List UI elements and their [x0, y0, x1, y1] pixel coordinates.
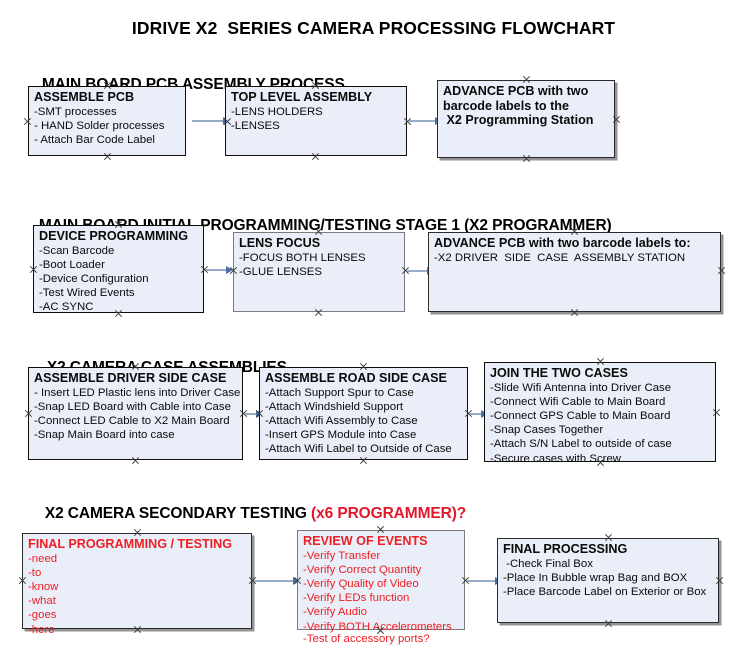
connector-driver-case-to-road-case	[245, 413, 259, 415]
box-line: - Attach Bar Code Label	[34, 133, 155, 146]
box-title: FINAL PROCESSING	[503, 542, 628, 556]
box-line: -Attach Support Spur to Case	[265, 386, 414, 399]
box-line: -Verify Quality of Video	[303, 577, 419, 590]
box-line: -Snap LED Board with Cable into Case	[34, 400, 231, 413]
box-line: -here	[28, 623, 55, 636]
section-heading-x2-camera-secondary-testing: X2 CAMERA SECONDARY TESTING (x6 PROGRAMM…	[28, 487, 466, 541]
box-line: -Check Final Box	[503, 557, 593, 570]
box-line: -LENS HOLDERS	[231, 105, 323, 118]
box-line: -Connect Wifi Cable to Main Board	[490, 395, 666, 408]
box-line: -Insert GPS Module into Case	[265, 429, 417, 442]
connector-lens-focus-to-advance-pcb	[407, 270, 429, 272]
box-line: -Place Barcode Label on Exterior or Box	[503, 585, 707, 598]
box-assemble-road-side-case[interactable]: ASSEMBLE ROAD SIDE CASE -Attach Support …	[259, 367, 468, 460]
box-join-the-two-cases[interactable]: JOIN THE TWO CASES -Slide Wifi Antenna i…	[484, 362, 716, 465]
box-line: -to	[28, 566, 42, 579]
box-title: ASSEMBLE DRIVER SIDE CASE	[34, 371, 227, 385]
box-line: -Attach Wifi Label to Outside of Case	[265, 443, 452, 456]
box-line: -GLUE LENSES	[239, 265, 322, 278]
connector-assemble-pcb-to-top-level	[192, 120, 225, 122]
box-title: DEVICE PROGRAMMING	[39, 229, 189, 243]
box-line: -AC SYNC	[39, 301, 94, 314]
box-line: -Attach Windshield Support	[265, 400, 404, 413]
box-lens-focus[interactable]: LENS FOCUS -FOCUS BOTH LENSES -GLUE LENS…	[233, 232, 405, 312]
box-line: -Attach S/N Label to outside of case	[490, 438, 672, 451]
box-line: X2 Programming Station	[443, 113, 594, 127]
box-overflow-line: -Test of accessory ports?	[303, 633, 430, 645]
box-line: -Verify Correct Quantity	[303, 563, 422, 576]
arrow-head-icon	[293, 576, 300, 585]
box-title: ASSEMBLE PCB	[34, 90, 135, 104]
box-title: FINAL PROGRAMMING / TESTING	[28, 537, 233, 551]
box-line: -Verify LEDs function	[303, 592, 410, 605]
box-line: -know	[28, 580, 59, 593]
box-line: -goes	[28, 609, 57, 622]
box-line: -Connect GPS Cable to Main Board	[490, 409, 671, 422]
box-line: -Boot Loader	[39, 258, 105, 271]
box-title: JOIN THE TWO CASES	[490, 366, 628, 380]
box-line: -X2 DRIVER SIDE CASE ASSEMBLY STATION	[434, 251, 686, 264]
box-line: -Connect LED Cable to X2 Main Board	[34, 414, 230, 427]
box-line: -need	[28, 552, 58, 565]
box-title: LENS FOCUS	[239, 236, 321, 250]
box-line: barcode labels to the	[443, 98, 569, 113]
box-title: TOP LEVEL ASSEMBLY	[231, 90, 373, 104]
box-line: -Test Wired Events	[39, 287, 135, 300]
box-title: ADVANCE PCB with two	[443, 84, 589, 98]
box-line: -LENSES	[231, 119, 280, 132]
box-line: -Snap Cases Together	[490, 424, 604, 437]
page-title: IDRIVE X2 SERIES CAMERA PROCESSING FLOWC…	[131, 18, 616, 38]
box-title: ASSEMBLE ROAD SIDE CASE	[265, 371, 447, 385]
box-line: -Verify BOTH Accelerometers	[303, 620, 452, 633]
box-line: -Verify Audio	[303, 606, 367, 619]
section-heading-accent: (x6 PROGRAMMER)?	[311, 505, 467, 522]
box-line: -Place In Bubble wrap Bag and BOX	[503, 571, 688, 584]
section-heading-text: X2 CAMERA SECONDARY TESTING	[44, 505, 312, 522]
box-line: -Secure cases with Screw	[490, 452, 622, 465]
box-line: -Snap Main Board into case	[34, 429, 175, 442]
box-title: ADVANCE PCB with two barcode labels to:	[434, 236, 691, 250]
box-line: -Slide Wifi Antenna into Driver Case	[490, 381, 672, 394]
box-line: -Scan Barcode	[39, 244, 115, 257]
box-line: -what	[28, 595, 56, 608]
box-line: -Device Configuration	[39, 272, 149, 285]
box-line: - HAND Solder processes	[34, 119, 165, 132]
box-line: - Insert LED Plastic lens into Driver Ca…	[34, 386, 241, 399]
box-assemble-pcb[interactable]: ASSEMBLE PCB -SMT processes - HAND Solde…	[28, 86, 186, 156]
box-top-level-assembly[interactable]: TOP LEVEL ASSEMBLY -LENS HOLDERS -LENSES	[225, 86, 407, 156]
connector-review-of-events-to-final-processing	[467, 580, 498, 582]
box-final-processing[interactable]: FINAL PROCESSING -Check Final Box -Place…	[497, 538, 719, 623]
box-title: REVIEW OF EVENTS	[303, 534, 428, 548]
connector-road-case-to-join-cases	[470, 413, 484, 415]
box-review-of-events[interactable]: REVIEW OF EVENTS -Verify Transfer -Verif…	[297, 530, 465, 645]
box-assemble-driver-side-case[interactable]: ASSEMBLE DRIVER SIDE CASE - Insert LED P…	[28, 367, 243, 460]
connector-device-programming-to-lens-focus	[206, 269, 228, 271]
box-final-programming-testing[interactable]: FINAL PROGRAMMING / TESTING -need -to -k…	[22, 533, 252, 636]
box-line: -SMT processes	[34, 105, 117, 118]
box-device-programming[interactable]: DEVICE PROGRAMMING -Scan Barcode -Boot L…	[33, 225, 204, 313]
connector-top-level-to-advance-pcb	[409, 120, 437, 122]
connector-final-programming-to-review-of-events	[254, 580, 296, 582]
box-advance-pcb-to-driver-side-case[interactable]: ADVANCE PCB with two barcode labels to: …	[428, 232, 721, 312]
box-line: -Attach Wifi Assembly to Case	[265, 414, 418, 427]
box-advance-pcb-to-x2-programming-station[interactable]: ADVANCE PCB with two barcode labels to t…	[437, 80, 615, 158]
box-line: -FOCUS BOTH LENSES	[239, 251, 366, 264]
arrow-head-icon	[226, 265, 233, 274]
box-line: -Verify Transfer	[303, 549, 381, 562]
